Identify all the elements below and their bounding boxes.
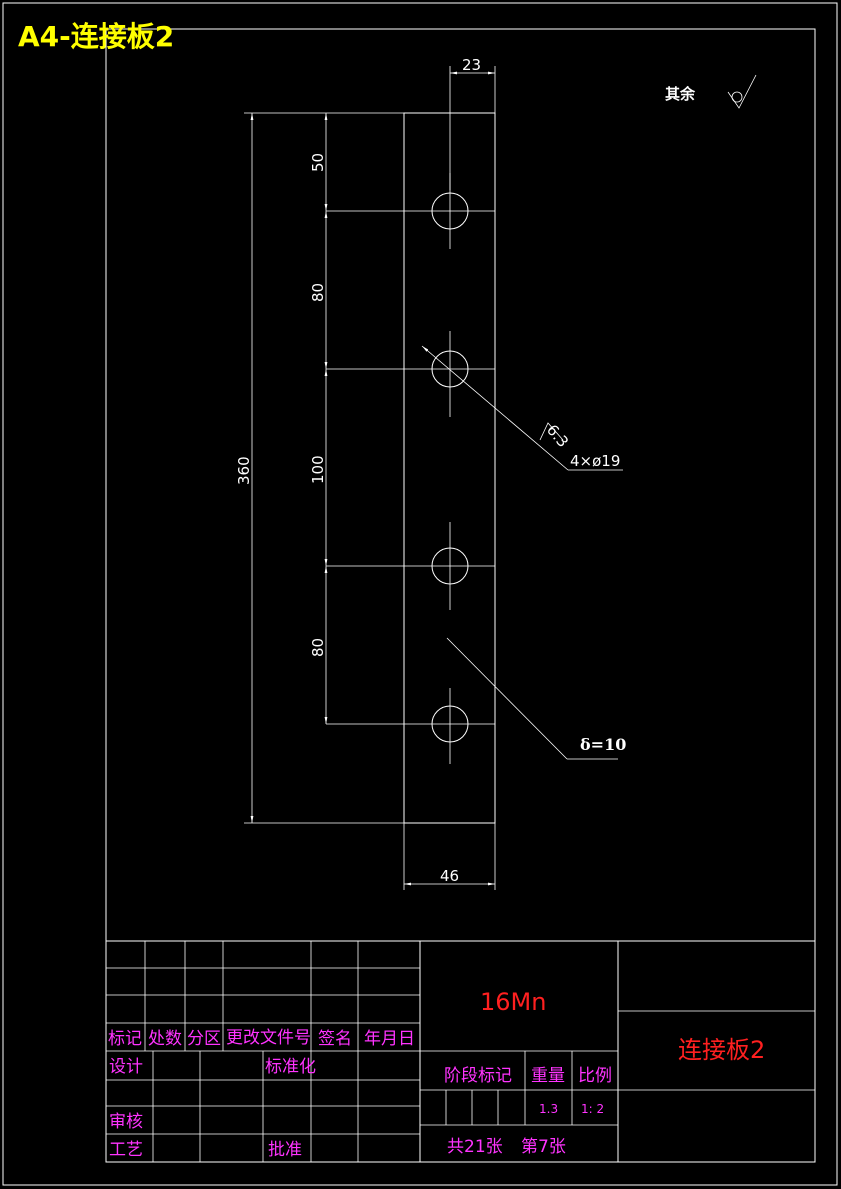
hole-1 <box>326 173 495 249</box>
dim-total-length: 360 <box>235 112 404 824</box>
tb-process: 工艺 <box>109 1140 143 1160</box>
hole-callout-label: 4×ø19 <box>570 452 620 470</box>
tb-material: 16Mn <box>480 988 546 1016</box>
tb-header-change-doc: 更改文件号 <box>226 1028 311 1048</box>
tb-sheet-count: 共21张 <box>447 1137 503 1157</box>
surface-note: 其余 <box>665 85 696 103</box>
hole-3 <box>326 522 495 610</box>
tb-weight-value: 1.3 <box>539 1102 558 1116</box>
roughness-symbol-icon <box>727 74 757 109</box>
tb-review: 审核 <box>109 1112 143 1132</box>
dim-bottom-width-label: 46 <box>440 867 459 885</box>
dim-spacing-1-label: 50 <box>309 153 327 172</box>
tb-standardize: 标准化 <box>265 1057 316 1077</box>
thickness-callout-label: δ=10 <box>580 735 626 754</box>
dim-spacing-2-label: 80 <box>309 283 327 302</box>
hole-callout: 4×ø19 6.3 <box>421 345 623 471</box>
tb-header-count: 处数 <box>148 1029 182 1049</box>
tb-approve: 批准 <box>268 1140 302 1160</box>
tb-stage-mark: 阶段标记 <box>444 1066 512 1086</box>
tb-header-zone: 分区 <box>187 1029 221 1049</box>
tb-weight-label: 重量 <box>531 1066 565 1086</box>
dim-top-width: 23 <box>449 56 496 190</box>
tb-header-mark: 标记 <box>108 1029 142 1049</box>
tb-header-date: 年月日 <box>364 1029 415 1049</box>
tb-part-name: 连接板2 <box>678 1036 765 1064</box>
tb-header-signature: 签名 <box>318 1029 352 1049</box>
tb-scale-value: 1: 2 <box>581 1102 604 1116</box>
plate-outline <box>403 112 496 824</box>
plate-view <box>326 112 496 824</box>
dim-top-width-label: 23 <box>462 56 481 74</box>
dim-total-length-label: 360 <box>235 456 253 485</box>
hole-4 <box>326 688 495 764</box>
tb-scale-label: 比例 <box>578 1066 612 1086</box>
dim-bottom-width: 46 <box>403 823 496 890</box>
title-block: 标记 处数 分区 更改文件号 签名 年月日 设计 标准化 审核 工艺 批准 16… <box>105 940 816 1163</box>
thickness-callout: δ=10 <box>446 637 626 760</box>
hole-roughness-label: 6.3 <box>543 421 572 451</box>
tb-sheet-number: 第7张 <box>521 1137 566 1157</box>
dim-chain: 50 80 100 80 <box>309 113 328 724</box>
dim-spacing-3-label: 100 <box>309 455 327 484</box>
sheet-title: A4-连接板2 <box>18 20 174 53</box>
inner-border <box>105 28 816 1163</box>
hole-2 <box>326 331 495 417</box>
tb-design: 设计 <box>109 1057 143 1077</box>
dim-spacing-4-label: 80 <box>309 638 327 657</box>
